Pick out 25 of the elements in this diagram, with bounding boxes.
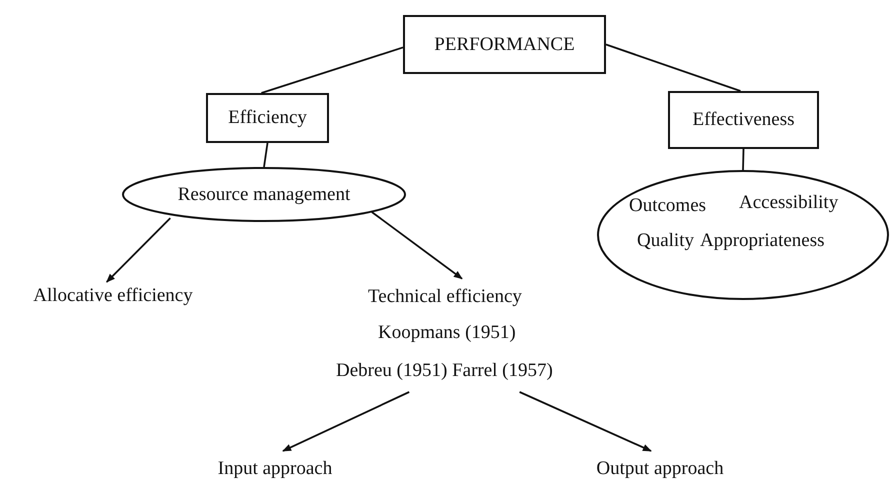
connector-line [606,44,741,92]
node-label: Resource management [178,184,350,206]
node-label: Input approach [218,458,332,480]
node-label: Outcomes [629,195,706,217]
node-label: Technical efficiency [368,286,522,308]
arrow [519,391,652,452]
connector-line [742,148,744,170]
node-label: Quality [637,230,694,252]
category-box [403,15,606,74]
category-box [668,91,819,149]
node-label: Koopmans (1951) [378,322,516,344]
node-label: Output approach [596,458,724,480]
node-label: Debreu (1951) Farrel (1957) [336,360,553,382]
node-label: Allocative efficiency [33,285,193,307]
connector-line [263,142,268,168]
arrow [106,218,171,283]
arrow [282,391,410,452]
node-label: Accessibility [739,192,838,214]
node-label: Effectiveness [692,109,794,131]
node-label: Efficiency [228,107,307,129]
arrow [371,211,463,280]
node-label: Appropriateness [700,230,825,252]
category-box [206,93,329,143]
connector-line [261,46,404,94]
node-label: PERFORMANCE [434,34,575,56]
